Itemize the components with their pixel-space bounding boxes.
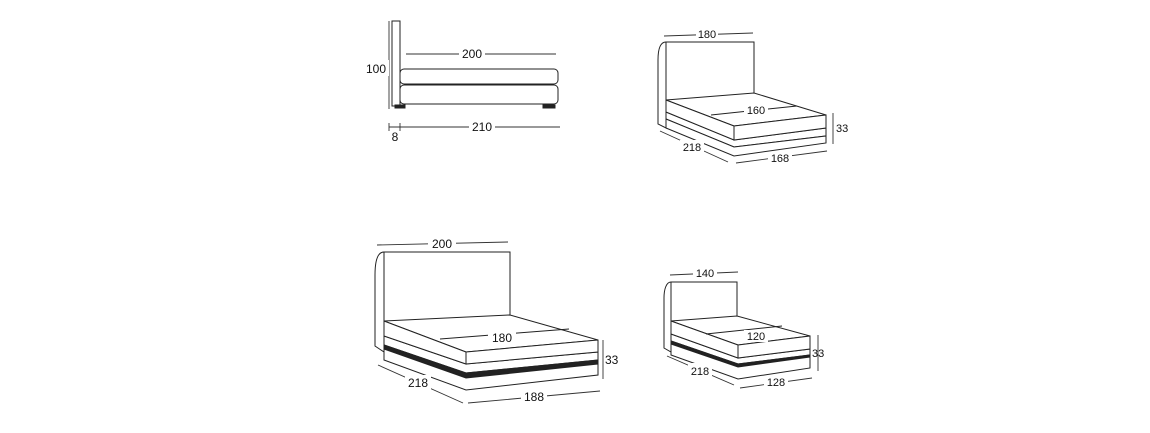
side-view-lower-base bbox=[399, 84, 559, 105]
label-bed-180-base-height: 33 bbox=[605, 353, 619, 367]
bed-120-side-length-dimension: 218 bbox=[666, 355, 735, 386]
bed-160-view: 180 160 33 218 168 bbox=[657, 28, 848, 165]
label-bed-160-base-width: 168 bbox=[771, 153, 789, 165]
label-bed-160-base-height: 33 bbox=[836, 123, 848, 135]
side-view-total-length-dimension: 210 8 bbox=[388, 120, 560, 144]
label-bed-160-side-length: 218 bbox=[683, 142, 701, 154]
bed-180-base-width-dimension: 188 bbox=[467, 389, 601, 404]
side-view-upper-mattress bbox=[399, 68, 559, 85]
bed-180-view: 200 180 33 218 188 bbox=[374, 236, 619, 404]
label-bed-180-headboard-width: 200 bbox=[432, 237, 452, 251]
label-headboard-thickness: 8 bbox=[392, 130, 399, 144]
bed-120-view: 140 120 33 218 128 bbox=[663, 267, 824, 389]
bed-160-base-width-dimension: 168 bbox=[735, 150, 828, 165]
bed-180-headboard-width-dimension: 200 bbox=[376, 236, 509, 251]
label-bed-180-mattress-width: 180 bbox=[492, 331, 512, 345]
bed-180-side-length-dimension: 218 bbox=[377, 364, 464, 404]
bed-120-headboard-width-dimension: 140 bbox=[669, 267, 739, 280]
label-mattress-length: 200 bbox=[462, 47, 482, 61]
label-bed-120-headboard-width: 140 bbox=[696, 268, 714, 280]
bed-120-mattress-width-label: 120 bbox=[744, 330, 768, 343]
label-bed-180-side-length: 218 bbox=[408, 376, 428, 390]
label-bed-120-base-height: 33 bbox=[812, 348, 824, 360]
label-bed-120-mattress-width: 120 bbox=[747, 331, 765, 343]
side-view-feet bbox=[394, 104, 556, 109]
bed-160-side-length-dimension: 218 bbox=[659, 130, 729, 163]
bed-160-headboard-width-dimension: 180 bbox=[663, 28, 754, 41]
side-view: 100 200 210 8 bbox=[365, 20, 560, 144]
bed-180-height-dimension: 33 bbox=[602, 340, 619, 379]
bed-180-mattress-width-label: 180 bbox=[488, 330, 516, 345]
label-bed-120-side-length: 218 bbox=[691, 366, 709, 378]
side-view-height-dimension: 100 bbox=[365, 21, 390, 109]
label-bed-180-base-width: 188 bbox=[524, 390, 544, 404]
side-view-length-dimension: 200 bbox=[406, 46, 556, 61]
label-headboard-height: 100 bbox=[366, 62, 386, 76]
bed-160-mattress-width-label: 160 bbox=[744, 104, 768, 117]
bed-120-base-width-dimension: 128 bbox=[739, 376, 813, 389]
bed-120-height-dimension: 33 bbox=[812, 335, 824, 371]
label-total-length: 210 bbox=[472, 120, 492, 134]
side-view-headboard bbox=[391, 20, 401, 107]
bed-160-height-dimension: 33 bbox=[832, 113, 848, 144]
label-bed-160-mattress-width: 160 bbox=[747, 105, 765, 117]
label-bed-160-headboard-width: 180 bbox=[698, 29, 716, 41]
label-bed-120-base-width: 128 bbox=[767, 377, 785, 389]
bed-120-mattress bbox=[670, 315, 811, 359]
